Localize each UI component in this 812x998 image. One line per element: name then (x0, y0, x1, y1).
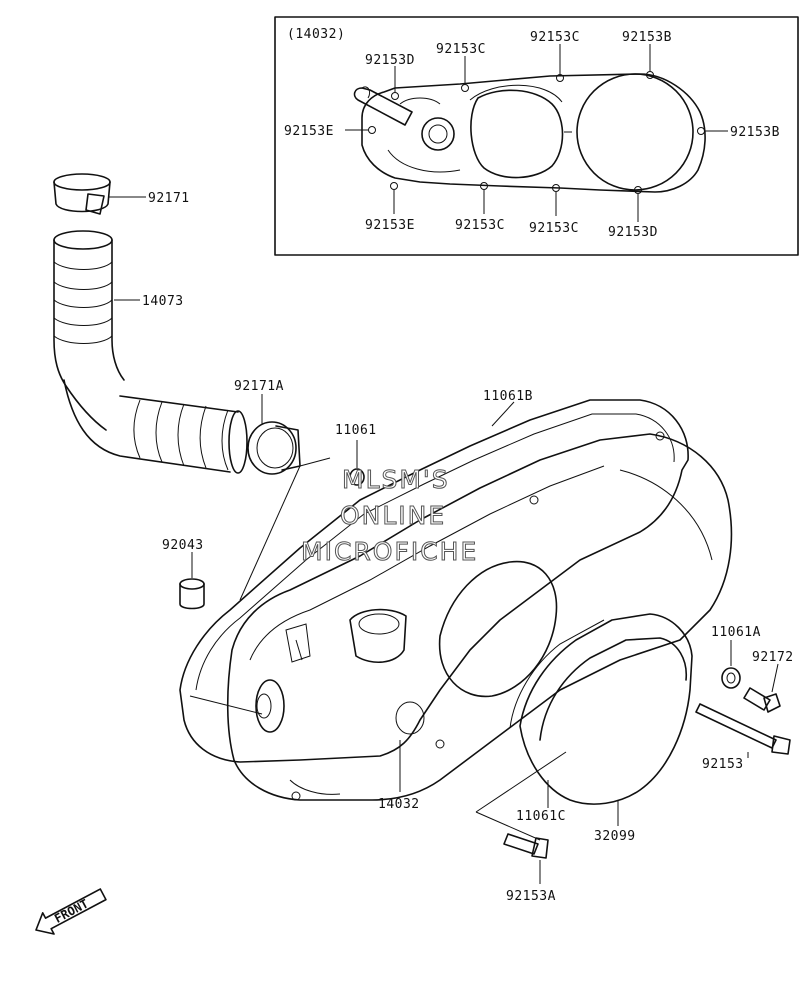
front-arrow: FRONT (35, 888, 107, 935)
dowel-pin (179, 552, 205, 610)
front-label: FRONT (52, 897, 90, 926)
bolt-92172 (743, 663, 781, 713)
label-92043: 92043 (162, 538, 204, 553)
inset-label-92153d-top: 92153D (365, 53, 415, 68)
label-32099: 32099 (594, 829, 636, 844)
inset-label-92153c-bottom1: 92153C (455, 218, 505, 233)
inset-hole (556, 74, 564, 82)
inset-hole (552, 184, 560, 192)
label-11061a: 11061A (711, 625, 761, 640)
cover-filler (349, 608, 407, 663)
inset-hole (390, 182, 398, 190)
label-92171a: 92171A (234, 379, 284, 394)
label-92153: 92153 (702, 757, 744, 772)
watermark-line-2: ONLINE (340, 501, 446, 530)
inset-label-92153c-top2: 92153C (530, 30, 580, 45)
inset-label-92153c-bottom2: 92153C (529, 221, 579, 236)
inset-window-middle (470, 89, 564, 179)
inset-hole (461, 84, 469, 92)
inset-frame (274, 16, 799, 256)
clamp-top (53, 173, 146, 215)
inset-clutch-circle (576, 73, 694, 191)
inset-cover-outline (361, 73, 706, 193)
inset-label-92153e-bottom: 92153E (365, 218, 415, 233)
label-11061b: 11061B (483, 389, 533, 404)
inset-label-92153e-left: 92153E (284, 124, 334, 139)
cover-boss (395, 701, 425, 735)
inset-port (421, 117, 455, 151)
label-92172: 92172 (752, 650, 794, 665)
cover-window (438, 560, 558, 698)
label-11061c: 11061C (516, 809, 566, 824)
small-cover (475, 613, 693, 841)
inset-hole (634, 186, 642, 194)
o-ring (349, 440, 365, 486)
label-92171: 92171 (148, 191, 190, 206)
hose (53, 230, 248, 474)
washer-11061a (721, 640, 741, 689)
inset-label-92153c-top1: 92153C (436, 42, 486, 57)
inset-hole (480, 182, 488, 190)
inset-hole (697, 127, 705, 135)
gasket-b (179, 399, 689, 763)
watermark: MLSM'S ONLINE MICROFICHE (301, 465, 478, 567)
inset-detail: (14032) (274, 16, 799, 256)
label-14032: 14032 (378, 797, 420, 812)
main-cover (189, 431, 733, 801)
bolt-92153a (503, 833, 549, 884)
inset-hole (391, 92, 399, 100)
inset-hole (646, 71, 654, 79)
watermark-line-3: MICROFICHE (301, 537, 478, 566)
inset-label-92153b-right: 92153B (730, 125, 780, 140)
label-11061: 11061 (335, 423, 377, 438)
front-arrow-icon (35, 888, 107, 935)
inset-label-92153b-top: 92153B (622, 30, 672, 45)
inset-title: (14032) (287, 27, 345, 42)
cover-intake-stub (255, 679, 285, 733)
label-14073: 14073 (142, 294, 184, 309)
watermark-line-1: MLSM'S (342, 465, 450, 494)
label-92153a: 92153A (506, 889, 556, 904)
inset-hole (368, 126, 376, 134)
inset-label-92153d-bottom: 92153D (608, 225, 658, 240)
bolt-92153 (695, 703, 791, 758)
inset-filler-pipe (353, 87, 413, 126)
clamp-a (247, 394, 301, 475)
